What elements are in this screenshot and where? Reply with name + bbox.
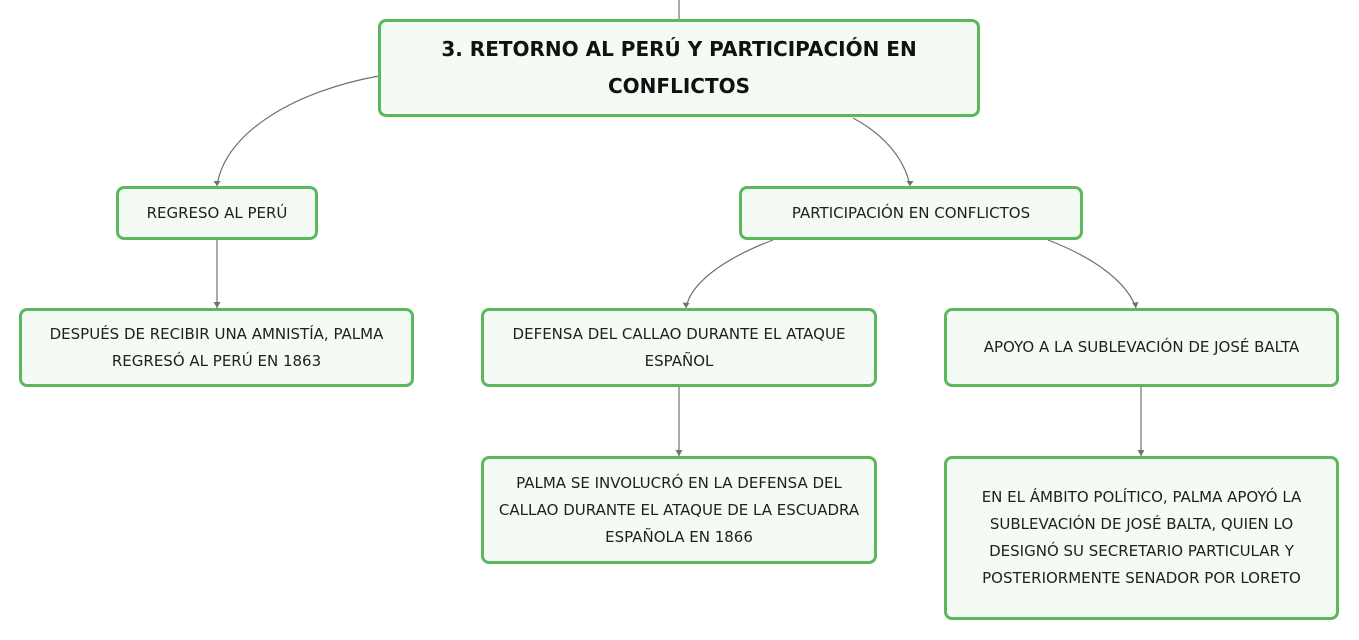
arrowhead-defensa [682,302,690,308]
node-regreso-label: REGRESO AL PERÚ [146,203,288,222]
node-apoyo-detail-text: EN EL ÁMBITO POLÍTICO, PALMA APOYÓ LA SU… [981,488,1302,587]
node-participacion-en-conflictos[interactable]: PARTICIPACIÓN EN CONFLICTOS [739,186,1083,240]
node-regreso-detail-text: DESPUÉS DE RECIBIR UNA AMNISTÍA, PALMA R… [49,324,384,370]
node-defensa-detail-text: PALMA SE INVOLUCRÓ EN LA DEFENSA DEL CAL… [498,473,860,546]
connector-root-participacion [852,117,911,187]
node-participacion-label: PARTICIPACIÓN EN CONFLICTOS [791,203,1031,222]
node-regreso-detail[interactable]: DESPUÉS DE RECIBIR UNA AMNISTÍA, PALMA R… [19,308,414,387]
connector-participacion-apoyo [1047,239,1137,309]
node-apoyo-sublevacion[interactable]: APOYO A LA SUBLEVACIÓN DE JOSÉ BALTA [944,308,1339,387]
arrowhead-participacion [906,181,914,186]
node-apoyo-detail[interactable]: EN EL ÁMBITO POLÍTICO, PALMA APOYÓ LA SU… [944,456,1339,620]
arrowhead-regreso-detail [213,302,221,308]
arrowhead-regreso [213,181,221,186]
arrowhead-defensa-detail [675,450,683,456]
node-apoyo-label: APOYO A LA SUBLEVACIÓN DE JOSÉ BALTA [983,338,1300,356]
connector-root-regreso [216,75,380,187]
node-defensa-detail[interactable]: PALMA SE INVOLUCRÓ EN LA DEFENSA DEL CAL… [481,456,877,564]
arrowhead-apoyo-detail [1137,450,1145,456]
arrowhead-apoyo [1132,302,1139,308]
root-node[interactable]: 3. RETORNO AL PERÚ Y PARTICIPACIÓN EN CO… [378,19,980,117]
node-defensa-label: DEFENSA DEL CALLAO DURANTE EL ATAQUE ESP… [512,324,846,370]
root-title: 3. RETORNO AL PERÚ Y PARTICIPACIÓN EN CO… [441,37,917,98]
connector-participacion-defensa [685,239,774,309]
node-regreso-al-peru[interactable]: REGRESO AL PERÚ [116,186,318,240]
node-defensa-del-callao[interactable]: DEFENSA DEL CALLAO DURANTE EL ATAQUE ESP… [481,308,877,387]
